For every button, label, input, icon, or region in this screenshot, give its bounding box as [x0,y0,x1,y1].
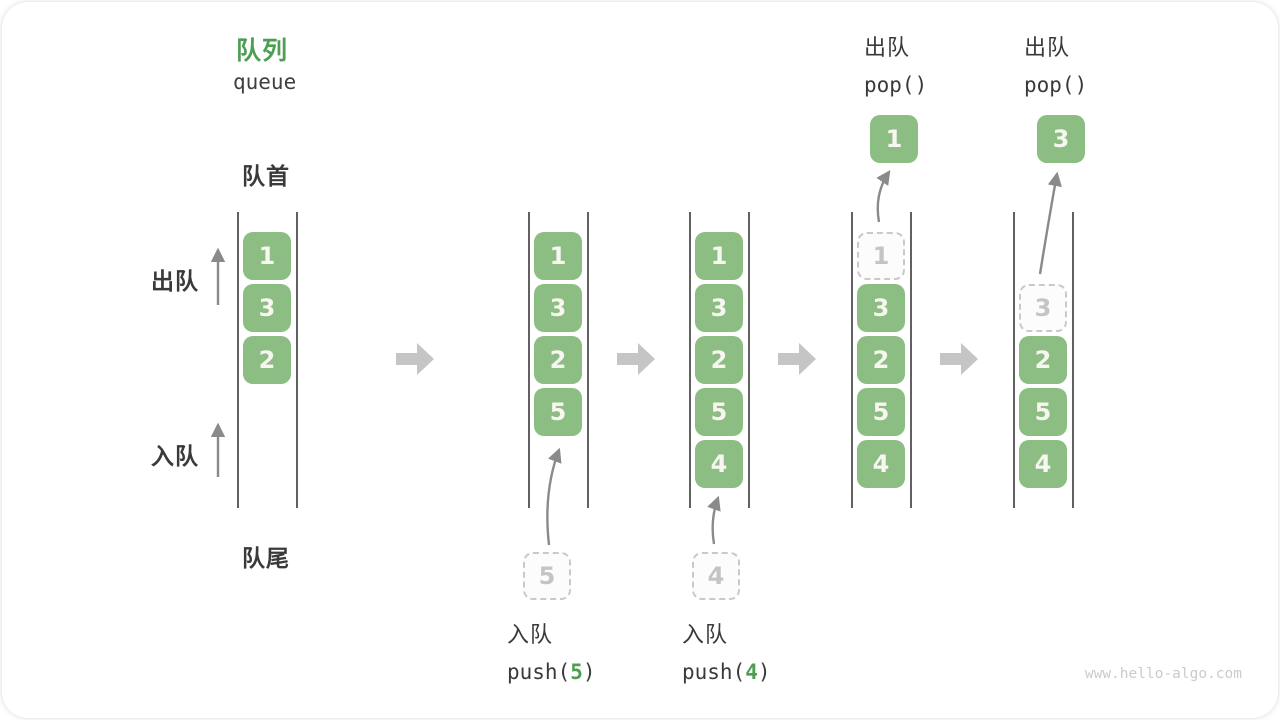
dequeue-operation-2: 出队 pop() [1024,30,1087,97]
page-subtitle: queue [233,70,297,94]
dequeue-operation-1-code: pop() [864,73,928,97]
label-dequeue-side: 出队 [151,268,199,294]
queue-item: 5 [534,388,582,436]
popped-item-1: 1 [870,115,918,163]
queue-container-3 [689,212,750,508]
enqueue-arrow-5 [546,447,562,546]
queue-item: 5 [857,388,905,436]
state-transition-arrow-1 [396,343,434,375]
queue-container-2 [528,212,589,508]
state-transition-arrow-3 [778,343,816,375]
label-queue-rear: 队尾 [242,545,290,571]
queue-item: 1 [534,232,582,280]
queue-item: 3 [243,284,291,332]
watermark: www.hello-algo.com [1084,666,1242,682]
code-arg: 4 [745,660,758,684]
staging-item-4: 4 [692,552,740,600]
label-enqueue-side: 入队 [151,443,199,469]
queue-item: 2 [1019,336,1067,384]
code-close: ) [582,660,596,684]
queue-container-5 [1013,212,1074,508]
queue-container-4 [851,212,912,508]
dequeue-arrow-3 [1038,171,1062,275]
queue-item: 3 [534,284,582,332]
label-queue-front: 队首 [242,163,290,189]
enqueue-operation-1-label: 入队 [507,622,554,647]
code-fn: push( [507,660,571,684]
code-close: ) [757,660,771,684]
page-title: 队列 [236,37,289,65]
queue-container-1 [237,212,298,508]
queue-item: 4 [1019,440,1067,488]
queue-item: 4 [857,440,905,488]
queue-item: 2 [695,336,743,384]
dequeue-operation-2-code: pop() [1024,73,1088,97]
dequeue-operation-1-label: 出队 [864,35,911,60]
dequeue-operation-1: 出队 pop() [864,30,927,97]
dequeue-arrow-1 [876,170,891,223]
popped-item-3: 3 [1037,115,1085,163]
enqueue-operation-1-code: push(5) [507,660,596,684]
state-transition-arrow-4 [940,343,978,375]
queue-item: 2 [534,336,582,384]
enqueue-operation-2-label: 入队 [682,622,729,647]
dequeue-operation-2-label: 出队 [1024,35,1071,60]
queue-item: 1 [695,232,743,280]
enqueue-arrow-4 [707,495,721,545]
staging-item-5: 5 [523,552,571,600]
queue-item: 3 [695,284,743,332]
queue-item: 2 [857,336,905,384]
code-arg: 5 [570,660,583,684]
state-transition-arrow-2 [617,343,655,375]
queue-item: 3 [857,284,905,332]
queue-item-dashed: 1 [857,232,905,280]
enqueue-operation-2-code: push(4) [682,660,771,684]
queue-item: 4 [695,440,743,488]
queue-item: 5 [1019,388,1067,436]
code-fn: push( [682,660,746,684]
enqueue-operation-2: 入队 push(4) [682,617,771,684]
queue-item: 1 [243,232,291,280]
queue-item: 5 [695,388,743,436]
enqueue-operation-1: 入队 push(5) [507,617,596,684]
queue-item-dashed: 3 [1019,284,1067,332]
queue-item: 2 [243,336,291,384]
